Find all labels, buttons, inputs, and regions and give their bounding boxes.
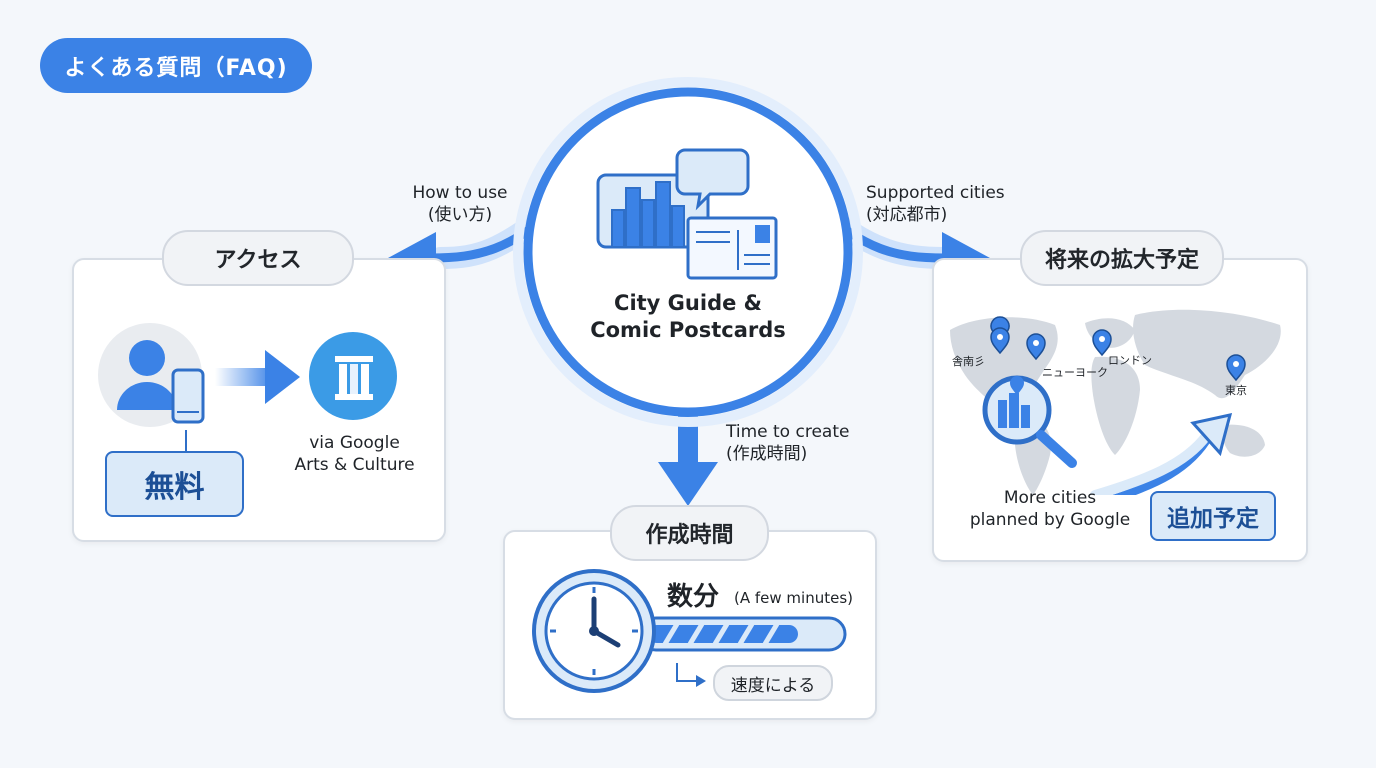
map-pin-tokyo-icon [1226, 354, 1246, 382]
how-to-use-en: How to use [412, 183, 508, 203]
via-line2: Arts & Culture [294, 455, 415, 475]
bottom-arrowhead [658, 462, 718, 506]
time-to-create-jp: (作成時間) [726, 444, 808, 464]
more-cities-line2: planned by Google [969, 510, 1131, 530]
faq-header-pill: よくある質問（FAQ) [40, 38, 312, 93]
supported-cities-en: Supported cities [866, 183, 1005, 203]
city-label-sf: 舎南彡 [952, 355, 985, 368]
access-illustration [98, 323, 397, 427]
via-arts-culture-label: via Google Arts & Culture [282, 432, 427, 476]
how-to-use-label: How to use (使い方) [395, 182, 525, 226]
city-label-ny: ニューヨーク [1042, 366, 1108, 379]
free-tag: 無料 [105, 451, 244, 517]
phone-icon [171, 368, 205, 424]
more-cities-label: More cities planned by Google [960, 487, 1140, 531]
time-title: 作成時間 [610, 505, 769, 561]
supported-cities-label: Supported cities (対応都市) [866, 182, 1036, 226]
map-pin-london-icon [1092, 329, 1112, 357]
city-label-tokyo: 東京 [1225, 384, 1247, 397]
more-cities-line1: More cities [1003, 488, 1097, 508]
tag-string-icon [185, 430, 187, 452]
center-title-line1: City Guide & [614, 291, 762, 315]
time-illustration [532, 569, 847, 693]
time-to-create-en: Time to create [726, 422, 850, 442]
depends-on-speed-chip: 速度による [713, 665, 833, 701]
map-pin-ny-icon [1026, 333, 1046, 361]
time-to-create-label: Time to create (作成時間) [726, 421, 876, 465]
supported-cities-jp: (対応都市) [866, 205, 948, 225]
access-title: アクセス [162, 230, 354, 286]
city-postcard-icon [596, 148, 778, 280]
via-line1: via Google [309, 433, 400, 453]
time-headline: 数分 [667, 582, 720, 612]
center-title-line2: Comic Postcards [590, 318, 786, 342]
how-to-use-jp: (使い方) [427, 205, 493, 225]
world-map [950, 309, 1281, 495]
city-label-london: ロンドン [1108, 354, 1152, 367]
planned-tag: 追加予定 [1150, 491, 1276, 541]
access-arrow-icon [265, 350, 300, 404]
future-title: 将来の拡大予定 [1020, 230, 1224, 286]
user-icon [129, 340, 165, 376]
growth-arrow-icon [1190, 413, 1233, 457]
center-title: City Guide & Comic Postcards [588, 290, 788, 344]
time-headline-sub: (A few minutes) [734, 589, 853, 607]
